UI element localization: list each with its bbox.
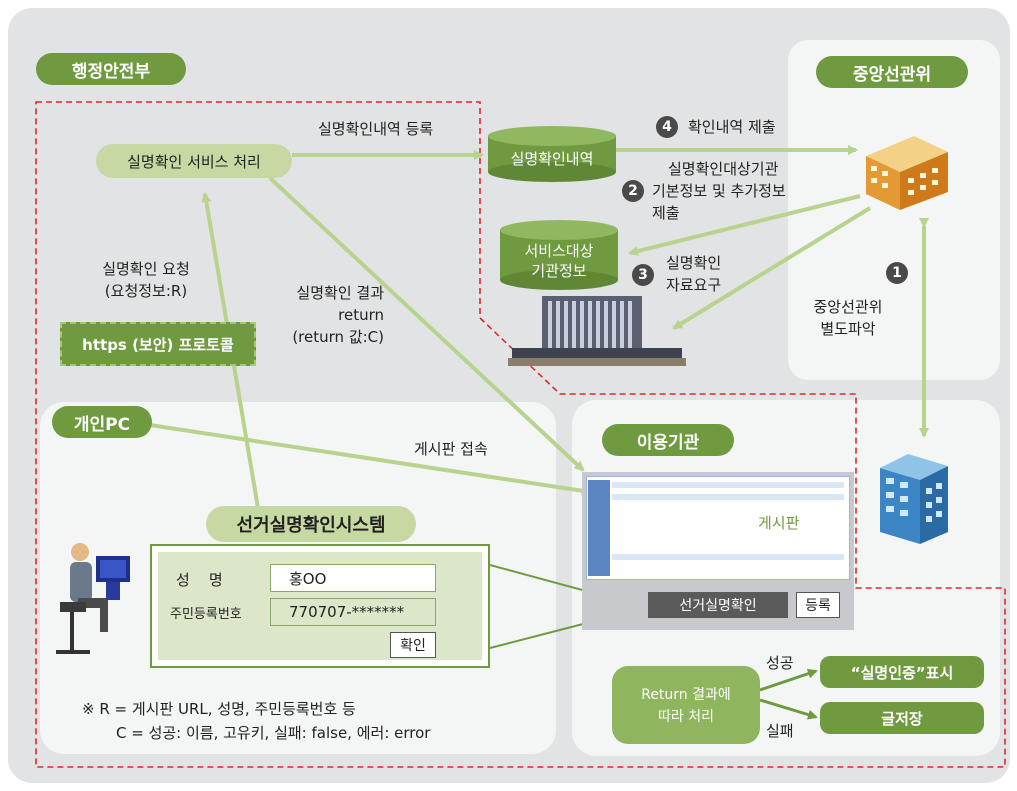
- edge-result-label-1: 실명확인 결과: [296, 284, 384, 302]
- edge-step3-label-1: 실명확인: [666, 254, 722, 272]
- https-protocol-box: https (보안) 프로토콜: [60, 322, 256, 366]
- edge-step1-label-1: 중앙선관위: [813, 298, 883, 316]
- edge-step4-label: 확인내역 제출: [688, 118, 776, 136]
- fail-label: 실패: [766, 722, 794, 740]
- nec-panel: [788, 40, 1000, 380]
- edge-step2-label-1: 실명확인대상기관: [668, 160, 779, 178]
- name-label: 성 명: [176, 571, 223, 589]
- cylinder-database-icon: [488, 126, 616, 182]
- success-label: 성공: [766, 654, 794, 672]
- db-service-info: 서비스대상 기관정보: [500, 220, 618, 290]
- office-tower-icon: [880, 454, 948, 544]
- name-field[interactable]: 홍OO: [270, 564, 436, 592]
- note-line-2: C = 성공: 이름, 고유키, 실패: false, 에러: error: [116, 724, 431, 742]
- edge-step3: [672, 206, 872, 330]
- edge-success: [759, 668, 818, 692]
- system-title: 선거실명확인시스템: [206, 506, 416, 542]
- step-3-badge: 3: [632, 264, 654, 286]
- nec-label: 중앙선관위: [816, 56, 968, 88]
- id-label: 주민등록번호: [170, 607, 242, 622]
- edge-result-label-2: return: [338, 306, 384, 324]
- cylinder-database-icon: [500, 220, 618, 290]
- fail-result-box: 글저장: [820, 702, 984, 734]
- edge-step2-label-3: 제출: [652, 204, 680, 222]
- edge-step3-label-2: 자료요구: [666, 276, 722, 294]
- register-button[interactable]: 등록: [796, 592, 840, 618]
- edge-board-access: [149, 423, 592, 496]
- personal-pc-label: 개인PC: [52, 406, 152, 438]
- ministry-boundary: [35, 101, 1006, 768]
- return-process-box: Return 결과에 따라 처리: [612, 666, 760, 744]
- edge-step2-label-2: 기본정보 및 추가정보: [652, 182, 786, 200]
- board-label: 게시판: [758, 514, 800, 532]
- edge-step2: [628, 194, 861, 256]
- step-4-badge: 4: [656, 116, 678, 138]
- edge-result: [268, 176, 585, 472]
- edge-request-label-2: (요청정보:R): [104, 282, 188, 300]
- edge-fail: [759, 698, 818, 720]
- success-result-box: “실명인증”표시: [820, 656, 984, 688]
- edge-register-label: 실명확인내역 등록: [318, 120, 434, 138]
- ministry-label: 행정안전부: [36, 53, 186, 85]
- gold-building-icon: [866, 136, 948, 210]
- edge-result-label-3: (return 값:C): [292, 328, 384, 346]
- step-1-badge: 1: [886, 262, 908, 284]
- note-line-1: ※ R = 게시판 URL, 성명, 주민등록번호 등: [82, 700, 356, 718]
- board-window: 게시판 선거실명확인 등록: [582, 472, 854, 630]
- institution-label: 이용기관: [602, 424, 734, 456]
- verify-name-button[interactable]: 선거실명확인: [648, 592, 788, 618]
- user-computer-icon: [56, 543, 130, 654]
- edge-step1-label-2: 별도파악: [820, 320, 876, 338]
- service-process: 실명확인 서비스 처리: [96, 144, 292, 178]
- edge-request-label-1: 실명확인 요청: [102, 260, 190, 278]
- confirm-button[interactable]: 확인: [390, 632, 436, 658]
- edge-board-access-label: 게시판 접속: [414, 440, 488, 458]
- step-2-badge: 2: [622, 180, 644, 202]
- id-field[interactable]: 770707-*******: [270, 598, 436, 626]
- db-records: 실명확인내역: [488, 126, 616, 182]
- government-building-icon: [508, 296, 686, 366]
